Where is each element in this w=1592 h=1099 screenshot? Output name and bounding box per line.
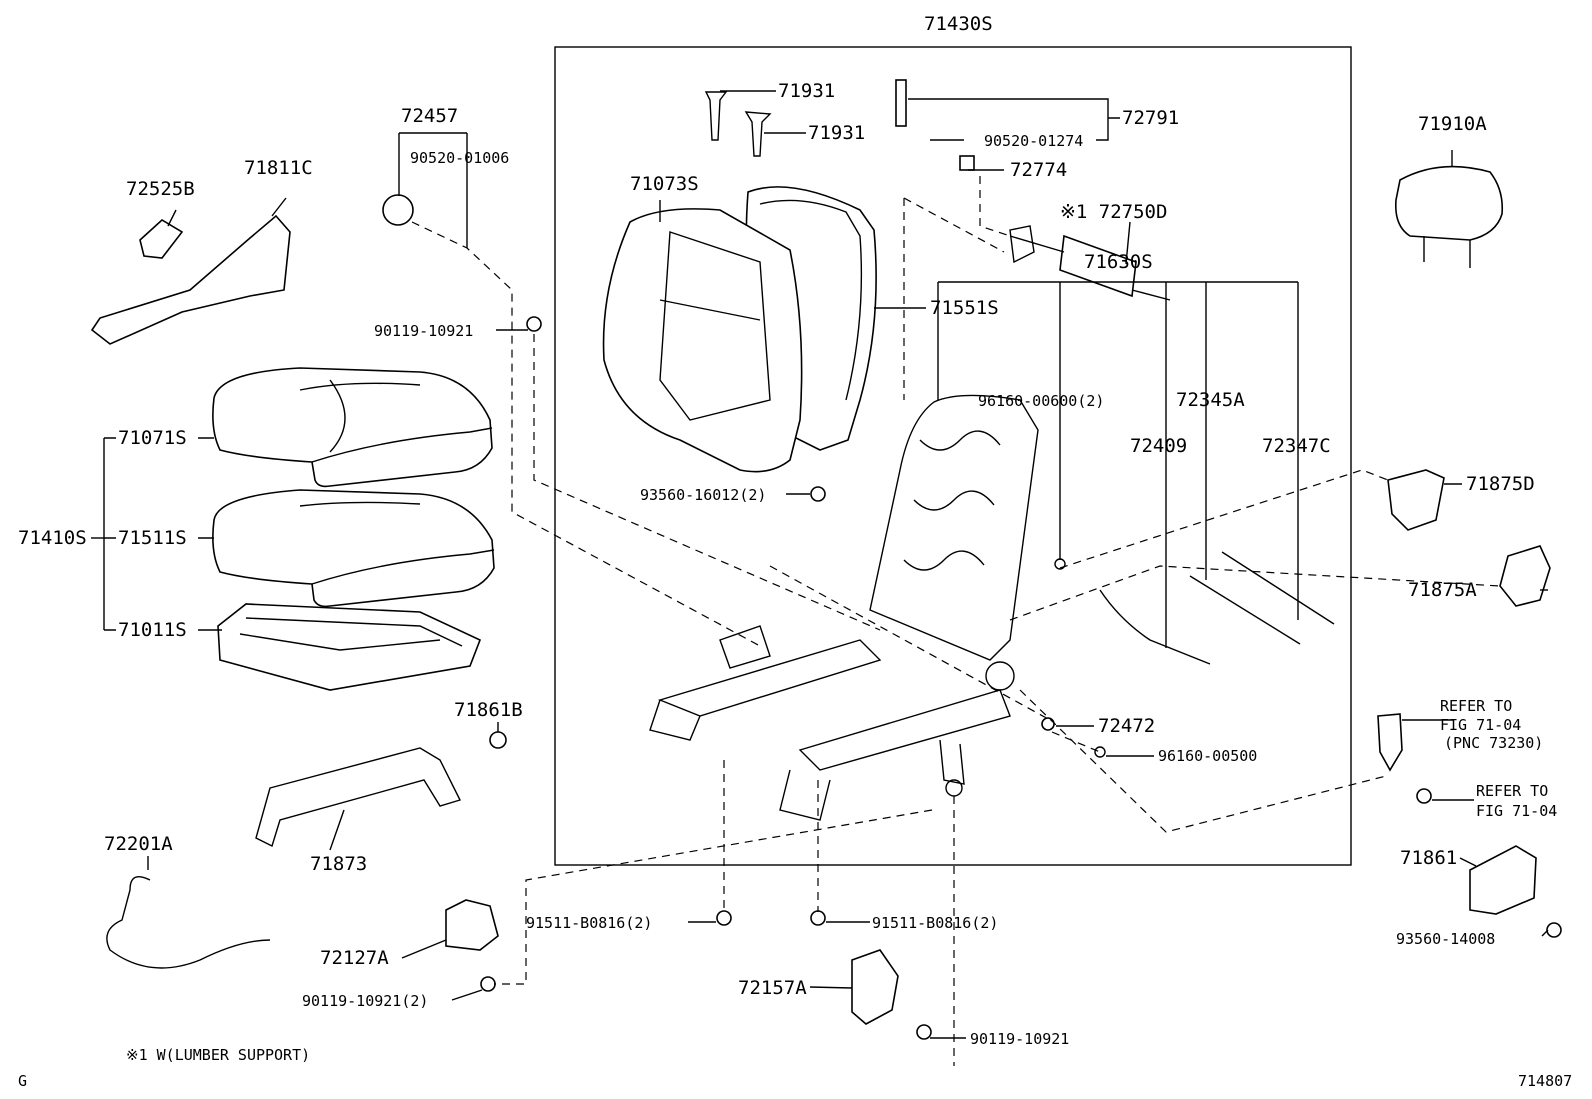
- cover-72127A-part: [445, 899, 499, 951]
- wire-72409-part: [1099, 589, 1211, 665]
- label-71910A: 71910A: [1418, 113, 1487, 135]
- bolt-90119-part: [526, 316, 542, 332]
- cover-72525B-part: [139, 219, 184, 259]
- label-71875A: 71875A: [1408, 579, 1477, 601]
- label-71875D: 71875D: [1466, 473, 1535, 495]
- clip-72774-part: [959, 155, 975, 171]
- assembly-box: [554, 46, 1352, 866]
- label-72201A: 72201A: [104, 833, 173, 855]
- label-96160-00500: 96160-00500: [1158, 747, 1257, 765]
- rod-72345A-part: [1189, 575, 1301, 645]
- label-pnc-73230: (PNC 73230): [1444, 734, 1543, 752]
- clip-96160-00500-part: [1094, 746, 1106, 758]
- knob-72457-part: [382, 194, 414, 226]
- headrest-support-part: [895, 79, 907, 127]
- label-72157A: 72157A: [738, 977, 807, 999]
- label-71873: 71873: [310, 853, 367, 875]
- label-refer-to-1: REFER TO: [1440, 697, 1512, 715]
- bolt-91511a-part: [716, 910, 732, 926]
- seatback-frame-part: [869, 394, 1039, 691]
- footnote-lumbar-support: ※1 W(LUMBER SUPPORT): [126, 1046, 310, 1064]
- label-72409: 72409: [1130, 435, 1187, 457]
- label-71630S: 71630S: [1084, 251, 1153, 273]
- label-72457: 72457: [401, 105, 458, 127]
- label-refer-to-2: REFER TO: [1476, 782, 1548, 800]
- cover-71875D-part: [1387, 469, 1445, 531]
- label-72472: 72472: [1098, 715, 1155, 737]
- seat-cushion-frame-part: [217, 603, 482, 691]
- label-72791: 72791: [1122, 107, 1179, 129]
- bolt-91511b-part: [810, 910, 826, 926]
- guide-71931a-part: [704, 91, 728, 141]
- label-96160-00600: 96160-00600(2): [978, 392, 1104, 410]
- bolt-93560-16012-part: [810, 486, 826, 502]
- seat-track-part: [649, 625, 1011, 821]
- label-72347C: 72347C: [1262, 435, 1331, 457]
- cover-71875A-part: [1499, 545, 1551, 607]
- clip-71861B-part: [489, 731, 507, 749]
- figure-code-g: G: [18, 1072, 27, 1090]
- label-91511-b0816-b: 91511-B0816(2): [872, 914, 998, 932]
- label-72345A: 72345A: [1176, 389, 1245, 411]
- rod-72347C-part: [1221, 551, 1335, 625]
- label-90520-01274: 90520-01274: [984, 132, 1083, 150]
- label-93560-16012: 93560-16012(2): [640, 486, 766, 504]
- bolt-93560-14008-part: [1546, 922, 1562, 938]
- label-72750D: ※1 72750D: [1060, 201, 1167, 223]
- label-fig-71-04-2: FIG 71-04: [1476, 802, 1557, 820]
- cover-71861-part: [1469, 845, 1537, 915]
- label-90119-10921-b: 90119-10921: [970, 1030, 1069, 1048]
- label-71861: 71861: [1400, 847, 1457, 869]
- label-71071S: 71071S: [118, 427, 187, 449]
- seat-cushion-pad-part: [212, 489, 495, 608]
- washer-72472-part: [1041, 717, 1055, 731]
- label-72525B: 72525B: [126, 178, 195, 200]
- label-71430S: 71430S: [924, 13, 993, 35]
- label-91511-b0816-a: 91511-B0816(2): [526, 914, 652, 932]
- label-90520-01006: 90520-01006: [410, 149, 509, 167]
- label-71551S: 71551S: [930, 297, 999, 319]
- belt-anchor-part: [1377, 713, 1403, 772]
- bolt-refer-part: [1416, 788, 1432, 804]
- label-71511S: 71511S: [118, 527, 187, 549]
- seatback-cover-part: [602, 208, 803, 473]
- label-71811C: 71811C: [244, 157, 313, 179]
- wire-72201A-part: [106, 876, 271, 969]
- label-71011S: 71011S: [118, 619, 187, 641]
- label-71410S: 71410S: [18, 527, 87, 549]
- cover-71873-part: [255, 747, 461, 847]
- cover-71811C-part: [90, 214, 291, 345]
- bolt-90119-2-part: [480, 976, 496, 992]
- label-93560-14008: 93560-14008: [1396, 930, 1495, 948]
- label-71931-a: 71931: [778, 80, 835, 102]
- seat-cushion-cover-part: [212, 367, 493, 488]
- lumbar-support-part: [1009, 225, 1171, 301]
- label-fig-71-04-1: FIG 71-04: [1440, 716, 1521, 734]
- label-90119-10921: 90119-10921: [374, 322, 473, 340]
- label-72127A: 72127A: [320, 947, 389, 969]
- cover-72157A-part: [851, 949, 899, 1025]
- label-72774: 72774: [1010, 159, 1067, 181]
- label-71073S: 71073S: [630, 173, 699, 195]
- headrest-part: [1394, 165, 1504, 268]
- label-90119-10921-2: 90119-10921(2): [302, 992, 428, 1010]
- figure-number: 714807: [1518, 1072, 1572, 1090]
- bolt-90119-b-part: [916, 1024, 932, 1040]
- guide-71931b-part: [744, 111, 772, 157]
- label-71931-b: 71931: [808, 122, 865, 144]
- label-71861B: 71861B: [454, 699, 523, 721]
